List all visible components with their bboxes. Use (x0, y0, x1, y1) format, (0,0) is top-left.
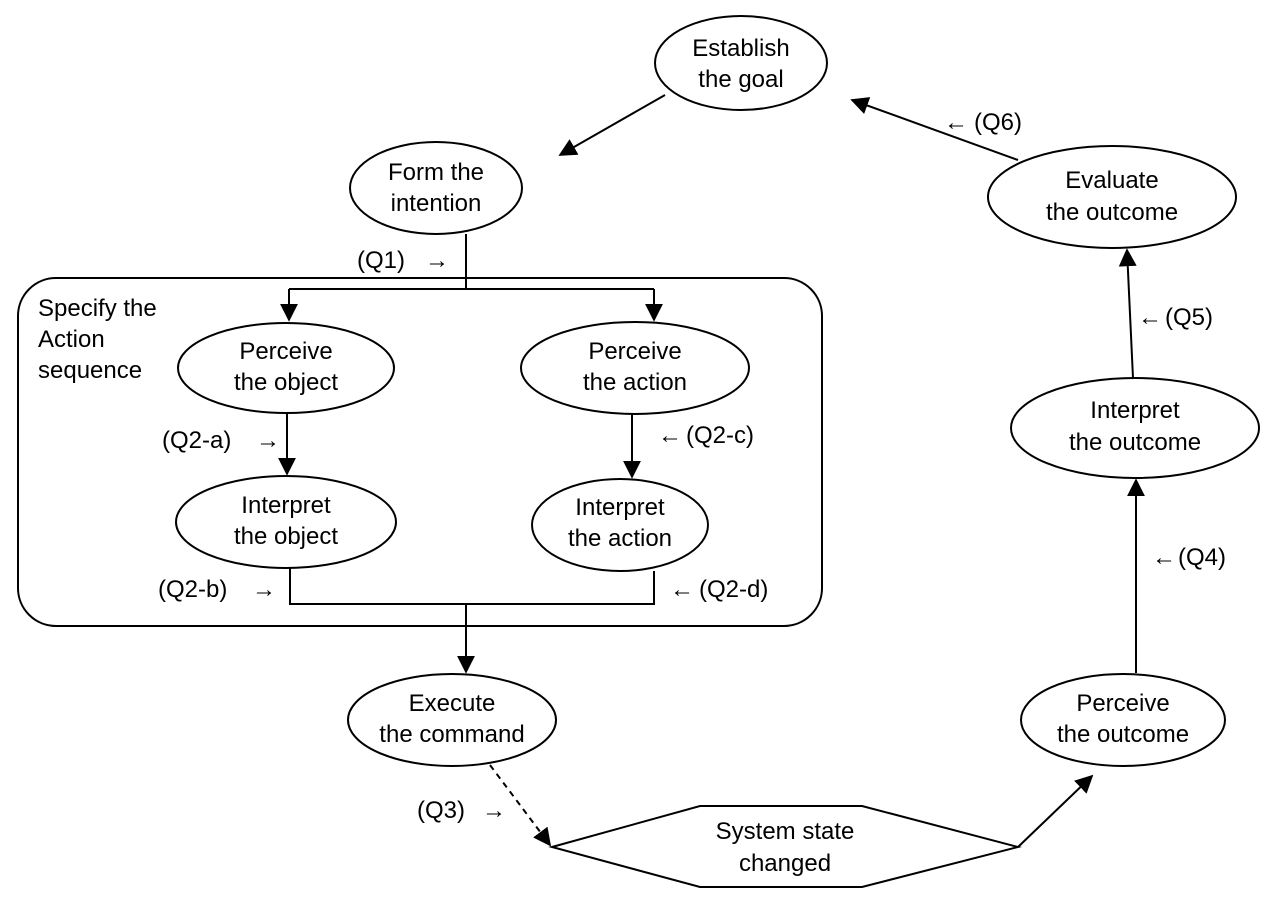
node-perceive-action: Perceive the action (520, 321, 750, 415)
left-arrow-icon: ← (1138, 304, 1162, 331)
question-label-q2d: ← (Q2-d) (670, 576, 768, 603)
node-label: the outcome (1069, 429, 1201, 456)
question-label-q2b: (Q2-b) → (158, 576, 276, 603)
edge-system-to-perceive-outcome (1017, 774, 1094, 848)
question-label-q6: ← (Q6) (944, 109, 1022, 136)
question-label-q2c: ← (Q2-c) (658, 422, 754, 449)
q-label-text: (Q2-d) (699, 576, 768, 603)
node-execute-command: Execute the command (347, 673, 557, 767)
left-arrow-icon: ← (944, 109, 968, 136)
right-arrow-icon: → (256, 427, 280, 454)
q-label-text: (Q1) (357, 247, 405, 274)
q-label-text: (Q5) (1165, 304, 1213, 331)
group-label-line-1: Specify the (38, 295, 157, 322)
node-label: Perceive (1076, 690, 1169, 717)
q-label-text: (Q6) (974, 109, 1022, 136)
q-label-text: (Q3) (417, 797, 465, 824)
node-label: the object (234, 523, 338, 550)
node-label: Establish (692, 35, 789, 62)
edge-evaluate-to-goal (850, 97, 1019, 161)
node-system-state-changed: System state changed (548, 805, 1022, 888)
node-label: Interpret (241, 492, 331, 519)
q-label-text: (Q4) (1178, 544, 1226, 571)
question-label-q3: (Q3) → (417, 797, 506, 824)
edge-goal-to-intention (558, 94, 666, 156)
edge-execute-to-system-dashed (489, 764, 552, 847)
question-label-q1: (Q1) → (357, 247, 449, 274)
node-interpret-outcome: Interpret the outcome (1010, 377, 1260, 479)
left-arrow-icon: ← (670, 576, 694, 603)
node-label: Perceive (239, 338, 332, 365)
node-label: the object (234, 369, 338, 396)
group-label-line-2: Action (38, 326, 105, 353)
left-arrow-icon: ← (658, 422, 682, 449)
question-label-q5: ← (Q5) (1138, 304, 1213, 331)
node-evaluate-outcome: Evaluate the outcome (987, 145, 1237, 249)
edge-interpret-to-evaluate-outcome (1118, 248, 1137, 379)
node-label: the outcome (1057, 721, 1189, 748)
node-label: the goal (698, 66, 783, 93)
node-label: the action (568, 525, 672, 552)
node-label: the action (583, 369, 687, 396)
specify-action-sequence-box (17, 277, 823, 627)
q-label-text: (Q2-a) (162, 427, 231, 454)
question-label-q4: ← (Q4) (1152, 544, 1226, 571)
node-label: Perceive (588, 338, 681, 365)
node-establish-goal: Establish the goal (654, 15, 828, 111)
edge-merge-bar (289, 568, 655, 605)
node-label: changed (739, 850, 831, 877)
node-interpret-object: Interpret the object (175, 475, 397, 569)
node-label: System state (716, 818, 855, 845)
node-interpret-action: Interpret the action (531, 478, 709, 572)
q-label-text: (Q2-c) (686, 422, 754, 449)
node-label: Interpret (1090, 397, 1180, 424)
left-arrow-icon: ← (1152, 544, 1176, 571)
group-label-line-3: sequence (38, 357, 142, 384)
node-label: Interpret (575, 494, 665, 521)
q-label-text: (Q2-b) (158, 576, 227, 603)
right-arrow-icon: → (252, 576, 276, 603)
node-label: Execute (409, 690, 496, 717)
right-arrow-icon: → (482, 797, 506, 824)
node-label: the outcome (1046, 199, 1178, 226)
question-label-q2a: (Q2-a) → (162, 427, 280, 454)
node-label: Form the (388, 159, 484, 186)
node-perceive-outcome: Perceive the outcome (1020, 673, 1226, 767)
right-arrow-icon: → (425, 247, 449, 274)
node-label: the command (379, 721, 524, 748)
node-form-intention: Form the intention (349, 141, 523, 235)
node-perceive-object: Perceive the object (177, 322, 395, 414)
node-label: intention (391, 190, 482, 217)
node-label: Evaluate (1065, 167, 1158, 194)
